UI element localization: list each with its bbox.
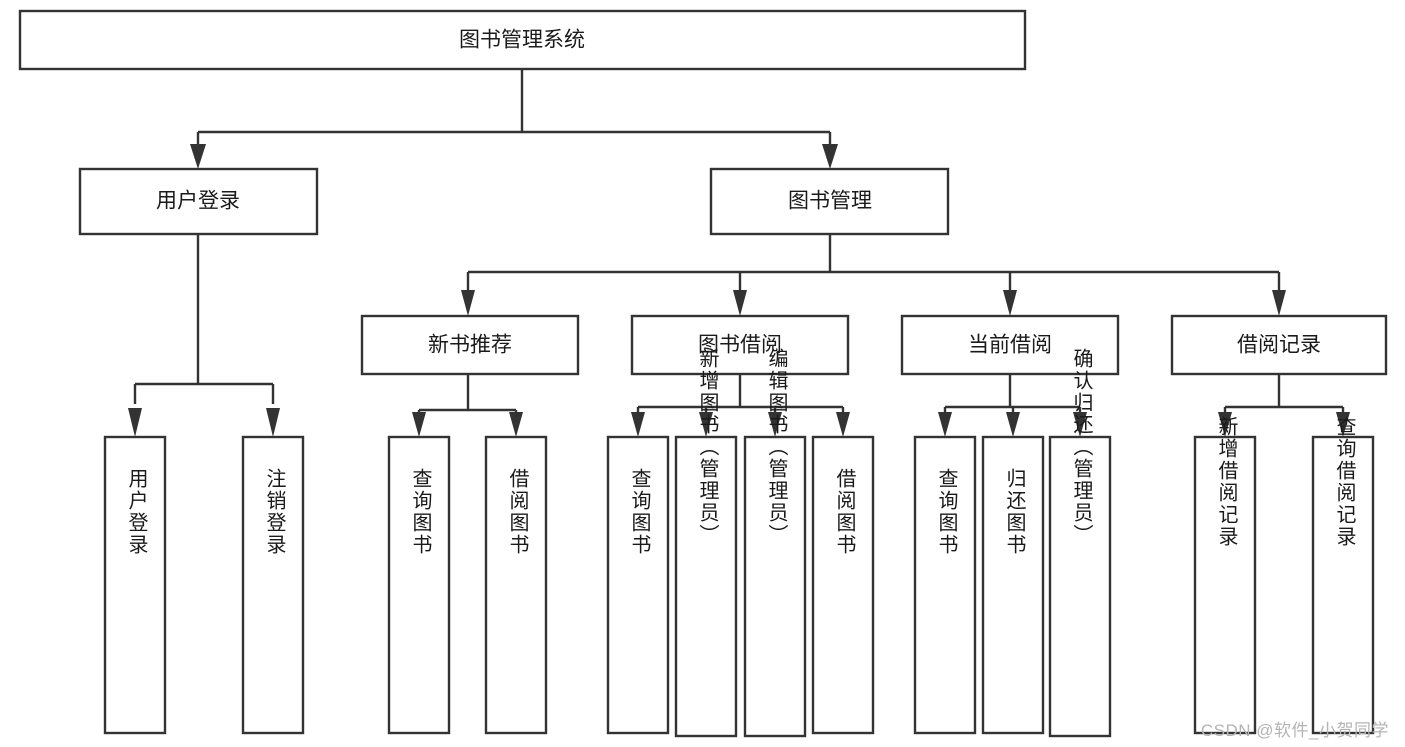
node-leaf-borrow-book-2[interactable]: 借阅图书 xyxy=(811,435,875,735)
node-leaf-query-book-2-box[interactable] xyxy=(606,435,670,735)
arrow-head-leaf-add-borrow-record xyxy=(1218,412,1232,437)
node-book-borrow-label: 图书借阅 xyxy=(698,334,782,357)
arrow-head-leaf-add-book xyxy=(699,412,713,437)
node-leaf-borrow-book-1-label: 借阅图书 xyxy=(506,468,529,556)
node-new-book-recommend-box[interactable] xyxy=(360,314,580,376)
arrow-head-leaf-borrow-book-1 xyxy=(509,412,523,437)
arrow-head-leaf-query-book-2 xyxy=(631,412,645,437)
node-leaf-confirm-return-box[interactable] xyxy=(1048,435,1112,738)
node-leaf-edit-book[interactable]: 编辑图书（管理员） xyxy=(743,348,807,738)
node-leaf-user-login-box[interactable] xyxy=(103,435,167,735)
node-leaf-borrow-book-1-box[interactable] xyxy=(484,435,548,735)
node-leaf-add-borrow-record-box[interactable] xyxy=(1193,435,1257,735)
node-user-login-box[interactable] xyxy=(78,167,319,236)
node-book-management-box[interactable] xyxy=(709,167,950,236)
node-leaf-borrow-book-2-box[interactable] xyxy=(811,435,875,735)
node-new-book-recommend[interactable]: 新书推荐 xyxy=(360,314,580,376)
node-leaf-add-borrow-record[interactable]: 新增借阅记录 xyxy=(1193,416,1257,735)
node-leaf-user-login[interactable]: 用户登录 xyxy=(103,435,167,735)
connector-group xyxy=(128,69,1350,437)
node-leaf-return-book-label: 归还图书 xyxy=(1003,468,1026,556)
node-current-borrow-label: 当前借阅 xyxy=(968,334,1052,357)
node-leaf-confirm-return[interactable]: 确认归还（管理员） xyxy=(1048,348,1112,738)
arrow-head-leaf-borrow-book-2 xyxy=(836,412,850,437)
node-leaf-query-borrow-record-label: 查询借阅记录 xyxy=(1333,416,1356,548)
arrow-head-borrow-record xyxy=(1272,290,1286,316)
arrow-head-leaf-logout-login xyxy=(266,408,280,437)
arrow-head-book-management xyxy=(822,144,838,169)
node-borrow-record-label: 借阅记录 xyxy=(1237,334,1321,357)
node-book-borrow-box[interactable] xyxy=(630,314,850,376)
node-borrow-record[interactable]: 借阅记录 xyxy=(1170,314,1388,376)
node-root[interactable]: 图书管理系统 xyxy=(18,9,1027,71)
node-leaf-query-book-1-box[interactable] xyxy=(387,435,451,735)
node-leaf-query-book-3-box[interactable] xyxy=(913,435,977,735)
node-leaf-confirm-return-label: 确认归还（管理员） xyxy=(1070,348,1093,546)
node-leaf-query-borrow-record[interactable]: 查询借阅记录 xyxy=(1311,416,1375,735)
arrow-head-leaf-user-login xyxy=(128,408,142,437)
arrow-head-leaf-return-book xyxy=(1006,412,1020,437)
arrow-head-leaf-query-book-1 xyxy=(412,412,426,437)
node-current-borrow[interactable]: 当前借阅 xyxy=(900,314,1120,376)
arrow-head-book-borrow xyxy=(733,290,747,316)
node-leaf-borrow-book-1[interactable]: 借阅图书 xyxy=(484,435,548,735)
arrow-head-leaf-query-book-3 xyxy=(938,412,952,437)
node-leaf-logout-login-label: 注销登录 xyxy=(263,468,286,556)
node-leaf-query-book-1[interactable]: 查询图书 xyxy=(387,435,451,735)
node-user-login-label: 用户登录 xyxy=(156,190,240,213)
arrow-head-user-login xyxy=(190,144,206,169)
node-leaf-query-book-2-label: 查询图书 xyxy=(628,468,651,556)
node-leaf-user-login-label: 用户登录 xyxy=(125,468,148,556)
node-book-management[interactable]: 图书管理 xyxy=(709,167,950,236)
node-leaf-logout-login-box[interactable] xyxy=(241,435,305,735)
node-leaf-add-book-box[interactable] xyxy=(674,435,738,738)
node-leaf-query-book-3-label: 查询图书 xyxy=(935,468,958,556)
arrow-head-leaf-query-borrow-record xyxy=(1336,412,1350,437)
node-leaf-edit-book-label: 编辑图书（管理员） xyxy=(765,348,788,546)
node-leaf-add-borrow-record-label: 新增借阅记录 xyxy=(1215,416,1238,548)
node-borrow-record-box[interactable] xyxy=(1170,314,1388,376)
arrow-head-current-borrow xyxy=(1003,290,1017,316)
node-leaf-query-book-2[interactable]: 查询图书 xyxy=(606,435,670,735)
node-leaf-add-book-label: 新增图书（管理员） xyxy=(696,348,719,546)
node-leaf-add-book[interactable]: 新增图书（管理员） xyxy=(674,348,738,738)
node-book-management-label: 图书管理 xyxy=(788,190,872,213)
arrow-head-new-book-recommend xyxy=(461,290,475,316)
arrow-head-leaf-edit-book xyxy=(768,412,782,437)
node-leaf-return-book-box[interactable] xyxy=(981,435,1045,735)
node-leaf-query-book-3[interactable]: 查询图书 xyxy=(913,435,977,735)
node-leaf-query-book-1-label: 查询图书 xyxy=(409,468,432,556)
arrow-head-leaf-confirm-return xyxy=(1073,412,1087,437)
node-user-login[interactable]: 用户登录 xyxy=(78,167,319,236)
node-root-box[interactable] xyxy=(18,9,1027,71)
node-book-borrow[interactable]: 图书借阅 xyxy=(630,314,850,376)
node-leaf-logout-login[interactable]: 注销登录 xyxy=(241,435,305,735)
node-leaf-edit-book-box[interactable] xyxy=(743,435,807,738)
node-leaf-query-borrow-record-box[interactable] xyxy=(1311,435,1375,735)
node-current-borrow-box[interactable] xyxy=(900,314,1120,376)
node-root-label: 图书管理系统 xyxy=(459,29,585,52)
node-leaf-borrow-book-2-label: 借阅图书 xyxy=(833,468,856,556)
node-leaf-return-book[interactable]: 归还图书 xyxy=(981,435,1045,735)
node-new-book-recommend-label: 新书推荐 xyxy=(428,334,512,357)
